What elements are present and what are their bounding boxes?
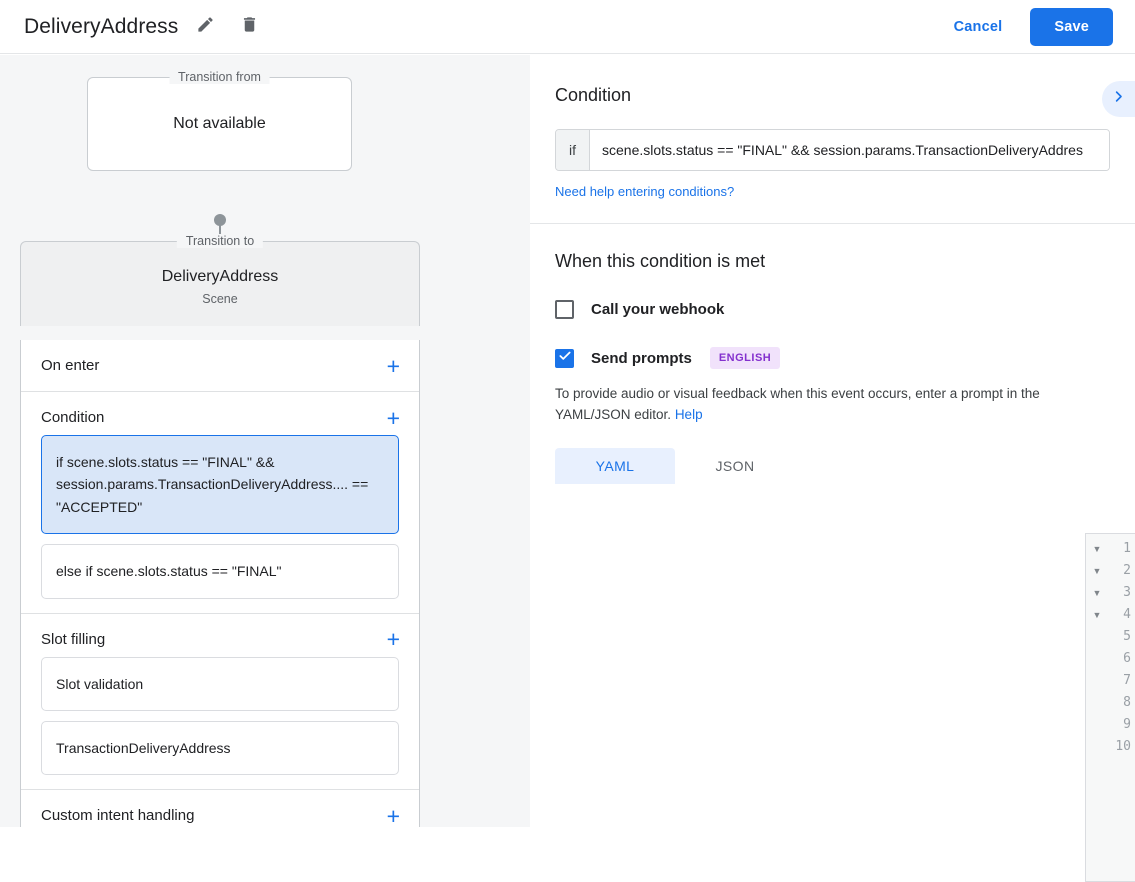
send-prompts-row[interactable]: Send prompts ENGLISH [555,347,1110,369]
section-header[interactable]: On enter + [21,340,419,391]
fold-spacer [1086,714,1108,736]
line-number: 7 [1123,673,1131,688]
pencil-icon [196,15,215,39]
line-number: 2 [1123,563,1131,578]
tab-json[interactable]: JSON [715,457,755,474]
add-icon[interactable]: + [386,404,400,431]
list-item[interactable]: TransactionDeliveryAddress [41,720,399,776]
transition-from-card[interactable]: Transition from Not available [87,70,352,171]
fold-toggle-icon[interactable]: ▼ [1092,566,1102,576]
edit-name-button[interactable] [188,10,222,44]
transition-from-value: Not available [173,115,266,132]
section-title: Custom intent handling [41,807,195,825]
fold-toggle-icon[interactable]: ▼ [1092,588,1102,598]
cancel-button[interactable]: Cancel [940,10,1017,44]
transition-to-card[interactable]: Transition to DeliveryAddress Scene [20,234,420,326]
scene-graph-panel: Transition from Not available Transition… [0,55,530,827]
section-title: Condition [41,409,105,426]
save-button[interactable]: Save [1030,7,1113,46]
tab-yaml[interactable]: YAML [555,447,675,484]
code-line-gutter: 1 2 3 4 5 6 7 8 9 10 [1108,534,1135,881]
call-webhook-label: Call your webhook [591,301,725,318]
condition-block: Condition if Need help entering conditio… [530,55,1135,201]
code-fold-column: ▼ ▼ ▼ ▼ [1086,534,1108,881]
send-prompts-label: Send prompts [591,349,692,367]
condition-help-link[interactable]: Need help entering conditions? [555,184,735,199]
editor-format-tabs: YAML JSON [555,447,1110,484]
line-number: 4 [1123,607,1131,622]
section-title: On enter [41,357,100,374]
list-item[interactable]: if scene.slots.status == "FINAL" && sess… [41,435,399,535]
check-icon [558,349,572,368]
list-item[interactable]: else if scene.slots.status == "FINAL" [41,544,399,599]
line-number: 5 [1123,629,1131,644]
condition-input[interactable] [590,130,1109,170]
call-webhook-checkbox[interactable] [555,300,574,319]
add-icon[interactable]: + [386,352,400,379]
section-custom-intent-handling: Custom intent handling + [21,789,419,827]
section-title: Slot filling [41,630,106,648]
line-number: 10 [1115,739,1131,754]
topbar-actions: Cancel Save [940,7,1113,46]
transition-from-legend: Transition from [169,70,270,84]
transition-to-title: DeliveryAddress [161,268,279,285]
top-app-bar: DeliveryAddress Cancel Save [0,0,1135,54]
section-body: if scene.slots.status == "FINAL" && sess… [21,435,419,613]
list-item[interactable]: Slot validation [41,656,399,711]
add-icon[interactable]: + [386,802,400,827]
fold-toggle-icon[interactable]: ▼ [1092,544,1102,554]
transition-to-subtitle: Scene [202,292,238,306]
scene-sections-list: On enter + Condition + if scene.slots.status… [20,340,420,827]
call-webhook-row[interactable]: Call your webhook [555,300,1110,319]
send-prompts-checkbox[interactable] [555,348,574,368]
line-number: 3 [1123,585,1131,600]
panel-divider [530,223,1135,224]
when-met-heading: When this condition is met [555,251,766,271]
prompts-help-link[interactable]: Help [674,406,703,422]
condition-heading: Condition [555,85,632,105]
condition-input-row[interactable]: if [555,129,1110,171]
line-number: 9 [1123,717,1131,732]
condition-if-label: if [556,130,590,170]
fold-spacer [1086,670,1108,692]
page-title: DeliveryAddress [24,14,179,38]
delete-button[interactable] [232,10,266,44]
transition-to-legend: Transition to [176,234,264,248]
fold-spacer [1086,736,1108,758]
trash-icon [240,15,259,39]
fold-toggle-icon[interactable]: ▼ [1092,610,1102,620]
section-header[interactable]: Condition + [21,392,419,435]
line-number: 1 [1123,541,1131,556]
add-icon[interactable]: + [386,626,400,653]
section-header[interactable]: Slot filling + [21,614,419,657]
fold-spacer [1086,648,1108,670]
section-condition: Condition + if scene.slots.status == "FINA… [21,391,419,613]
line-number: 6 [1123,651,1131,666]
expand-panel-button[interactable] [1102,81,1135,117]
fold-spacer [1086,692,1108,714]
prompts-help-sentence: To provide audio or visual feedback when… [555,386,1040,422]
when-condition-met-block: When this condition is met Call your web… [530,224,1135,484]
detail-panel: Condition if Need help entering conditio… [530,55,1135,882]
line-number: 8 [1123,695,1131,710]
section-on-enter: On enter + [21,340,419,391]
language-badge: ENGLISH [709,347,781,369]
fold-spacer [1086,626,1108,648]
prompts-help-text: To provide audio or visual feedback when… [555,384,1110,426]
section-header[interactable]: Custom intent handling + [21,790,419,827]
chevron-right-icon [1111,89,1126,109]
